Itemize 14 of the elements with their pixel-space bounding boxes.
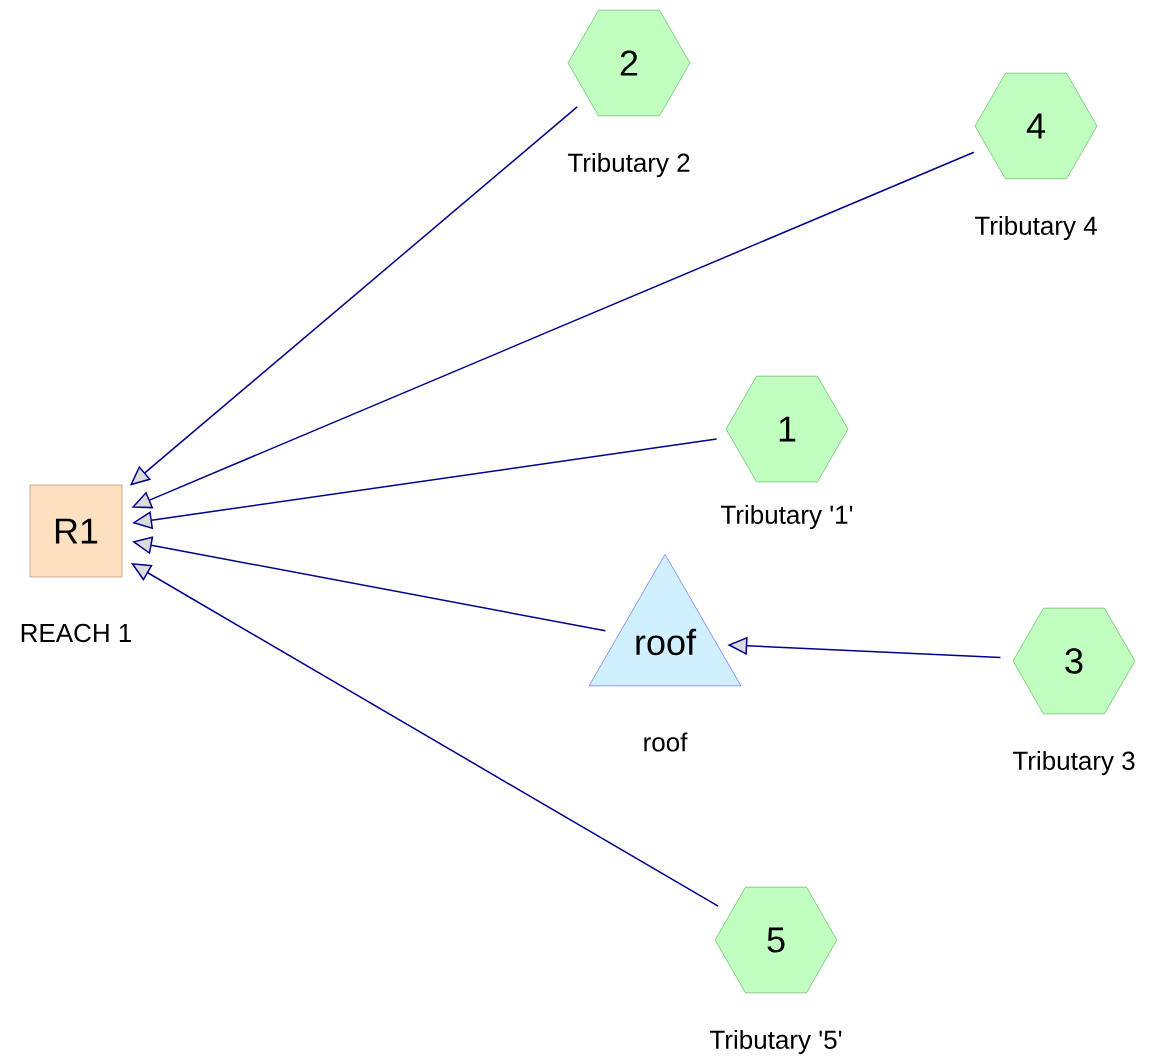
square-node: R1 (29, 484, 123, 578)
node-caption: Tributary 4 (974, 215, 1097, 241)
triangle-node: roof (588, 554, 742, 687)
node-caption: Tributary 2 (567, 152, 690, 178)
node-caption: Tributary '5' (710, 1029, 842, 1055)
hexagon-node: 3 (1012, 607, 1136, 715)
hexagon-node: 4 (974, 73, 1098, 180)
hexagon-node: 5 (714, 886, 838, 994)
node-caption: REACH 1 (21, 623, 132, 643)
node-caption: Tributary 3 (1012, 750, 1135, 776)
node-caption: roof (644, 732, 688, 752)
node-caption: Tributary '1' (721, 504, 853, 530)
hexagon-node: 1 (725, 376, 849, 483)
hexagon-node: 2 (567, 9, 691, 117)
